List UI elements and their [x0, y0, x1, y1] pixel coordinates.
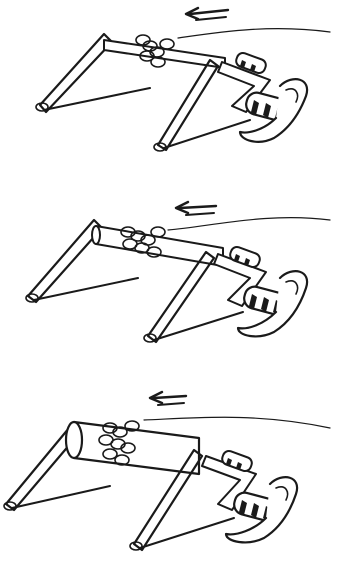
direction-arrow-icon	[186, 8, 228, 20]
panel-1	[36, 8, 330, 151]
panel-2	[26, 202, 330, 342]
back-leg	[40, 34, 112, 112]
thread	[168, 218, 330, 230]
front-leg	[148, 252, 214, 342]
back-leg	[28, 220, 102, 302]
direction-arrow-icon	[150, 392, 186, 405]
panel-3	[4, 392, 330, 550]
direction-arrow-icon	[176, 202, 216, 215]
thread	[178, 29, 330, 38]
thread	[144, 417, 330, 428]
front-leg	[158, 60, 218, 150]
rod	[96, 226, 223, 266]
